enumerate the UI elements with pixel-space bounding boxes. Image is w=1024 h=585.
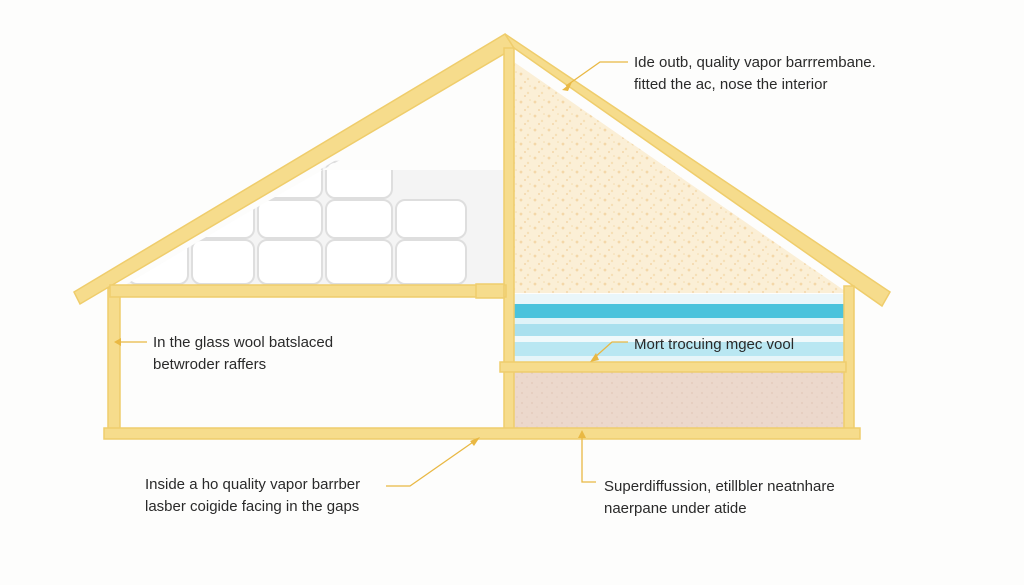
ceiling-joist-right (499, 361, 847, 373)
left-wall-post (107, 287, 121, 433)
right-rafter (504, 33, 891, 308)
glass-wool-batts (120, 160, 508, 288)
mineral-wool-layers (510, 294, 846, 362)
right-wall-post (843, 285, 855, 433)
arrow-glasswool (114, 338, 121, 346)
label-vapor-barrier-line2: lasber coigide facing in the gaps (145, 498, 360, 515)
attic-void (126, 66, 505, 282)
arrow-vapor (470, 437, 480, 446)
label-vapor-membrane-line1: Ide outb, quality vapor barrrembane. (634, 54, 876, 71)
timber-frame (73, 32, 891, 440)
center-post (503, 47, 515, 433)
label-vapor-barrier-line1: Inside a ho quality vapor barrber (145, 476, 361, 493)
interior-board-layer (512, 372, 846, 428)
label-glass-wool-line1: In the glass wool batslaced (153, 334, 334, 351)
label-vapor-membrane: Ide outb, quality vapor barrrembane. fit… (634, 52, 876, 96)
leader-superdiff (581, 434, 596, 483)
label-vapor-membrane-line2: fitted the ac, nose the interior (634, 76, 828, 93)
leader-lines (118, 61, 628, 487)
label-glass-wool: In the glass wool batslaced betwroder ra… (153, 332, 333, 376)
floor-beam (103, 427, 861, 440)
label-superdiffusion-line1: Superdiffussion, etillbler neatnhare (604, 478, 835, 495)
arrow-membrane (562, 82, 572, 91)
ceiling-joist-left (109, 284, 507, 298)
label-glass-wool-line2: betwroder raffers (153, 356, 267, 373)
label-superdiffusion-line2: naerpane under atide (604, 500, 747, 517)
arrow-mineral (590, 353, 599, 362)
label-mineral-wool-line1: Mort trocuing mgec vool (634, 336, 795, 353)
leader-mineral (593, 341, 628, 359)
leader-vapor (386, 439, 477, 487)
label-mineral-wool: Mort trocuing mgec vool (634, 334, 794, 356)
leader-arrowheads (114, 82, 599, 446)
label-superdiffusion: Superdiffussion, etillbler neatnhare nae… (604, 476, 835, 520)
label-vapor-barrier: Inside a ho quality vapor barrber lasber… (145, 474, 360, 518)
vapor-membrane (514, 62, 848, 293)
joist-block (475, 283, 505, 299)
arrow-superdiff (578, 430, 586, 438)
leader-membrane (565, 61, 628, 87)
